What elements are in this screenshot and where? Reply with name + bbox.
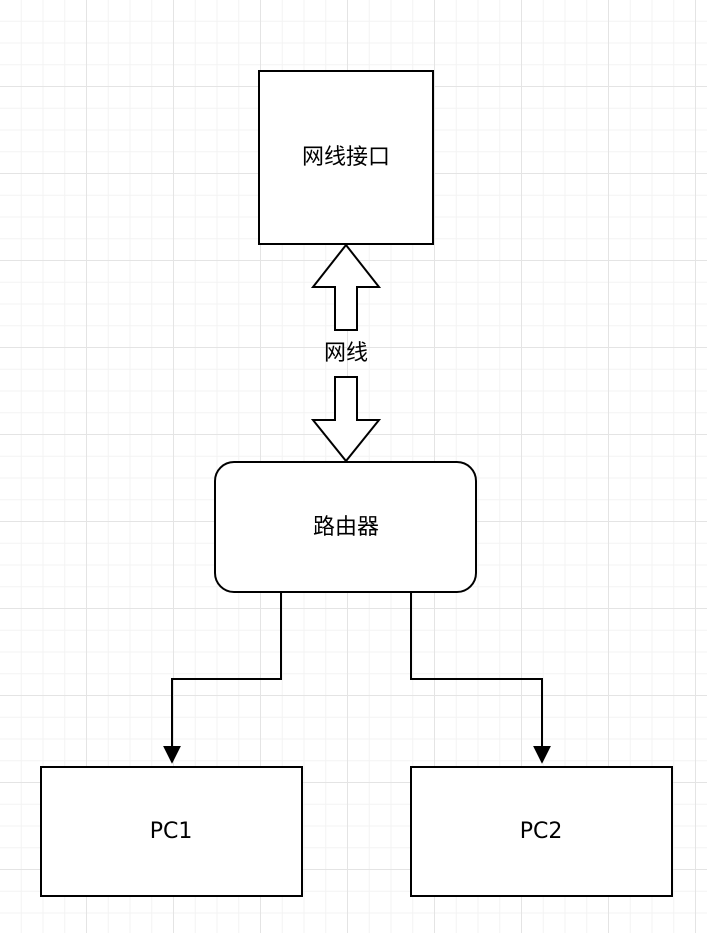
router-to-pc2-connector[interactable]: [410, 593, 551, 764]
cable-label: 网线: [324, 341, 368, 366]
pc1-node[interactable]: PC1: [40, 766, 303, 897]
pc2-label: PC2: [520, 819, 563, 844]
cable-down-arrow-icon[interactable]: [310, 376, 382, 463]
network-port-label: 网线接口: [302, 145, 390, 170]
network-port-node[interactable]: 网线接口: [258, 70, 434, 245]
pc2-node[interactable]: PC2: [410, 766, 673, 897]
cable-up-arrow-icon[interactable]: [310, 243, 382, 331]
pc2-box: [410, 766, 673, 897]
pc1-box: [40, 766, 303, 897]
router-box: [214, 461, 477, 593]
pc1-label: PC1: [150, 819, 193, 844]
network-port-box: [258, 70, 434, 245]
router-to-pc1-connector[interactable]: [163, 593, 282, 764]
router-label: 路由器: [313, 515, 379, 540]
router-node[interactable]: 路由器: [214, 461, 477, 593]
